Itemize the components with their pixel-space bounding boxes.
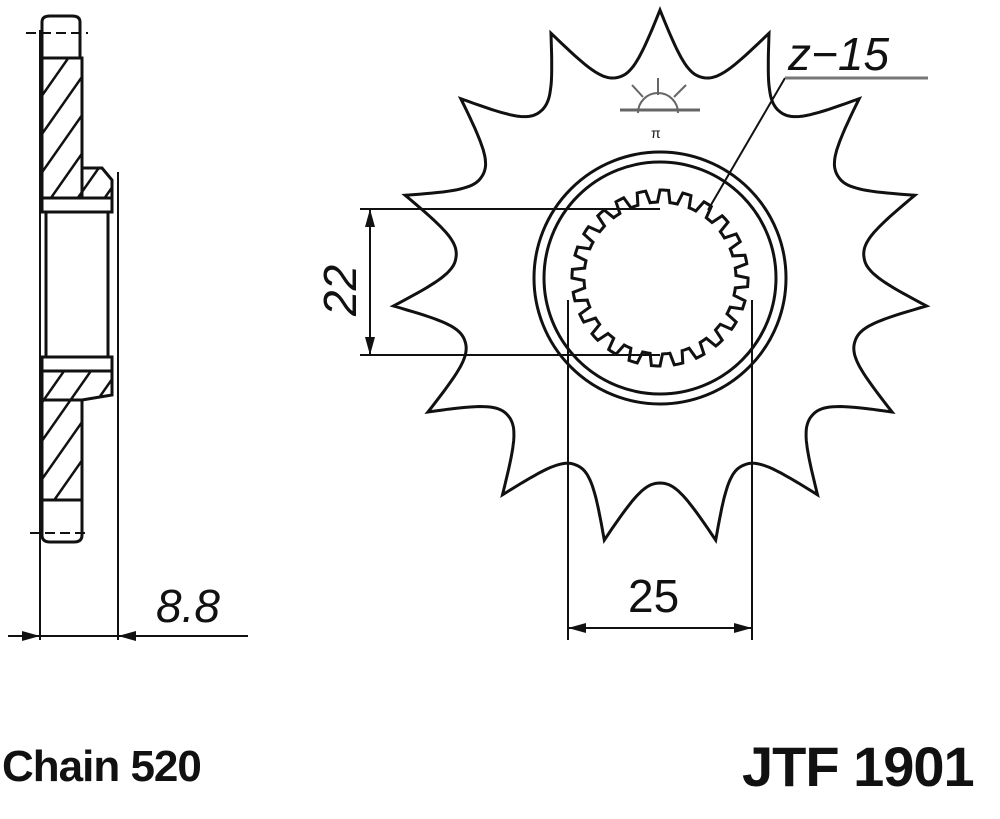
- chain-label: Chain 520: [2, 742, 202, 791]
- thickness-dimension: 8.8: [156, 580, 220, 632]
- front-view: π: [360, 5, 931, 640]
- spline-bore: [570, 188, 750, 368]
- svg-text:π: π: [651, 125, 661, 141]
- bore-width-dimension: 22: [314, 265, 366, 317]
- teeth-count-label: z−15: [787, 28, 889, 80]
- finish-symbol-icon: π: [620, 78, 700, 141]
- hub-ring-inner: [542, 160, 778, 396]
- hub-ring-outer: [532, 150, 788, 406]
- sprocket-outline: [389, 5, 931, 544]
- part-number: JTF 1901: [742, 735, 975, 798]
- side-view: [8, 14, 248, 641]
- bore-diameter-dimension: 25: [628, 570, 679, 622]
